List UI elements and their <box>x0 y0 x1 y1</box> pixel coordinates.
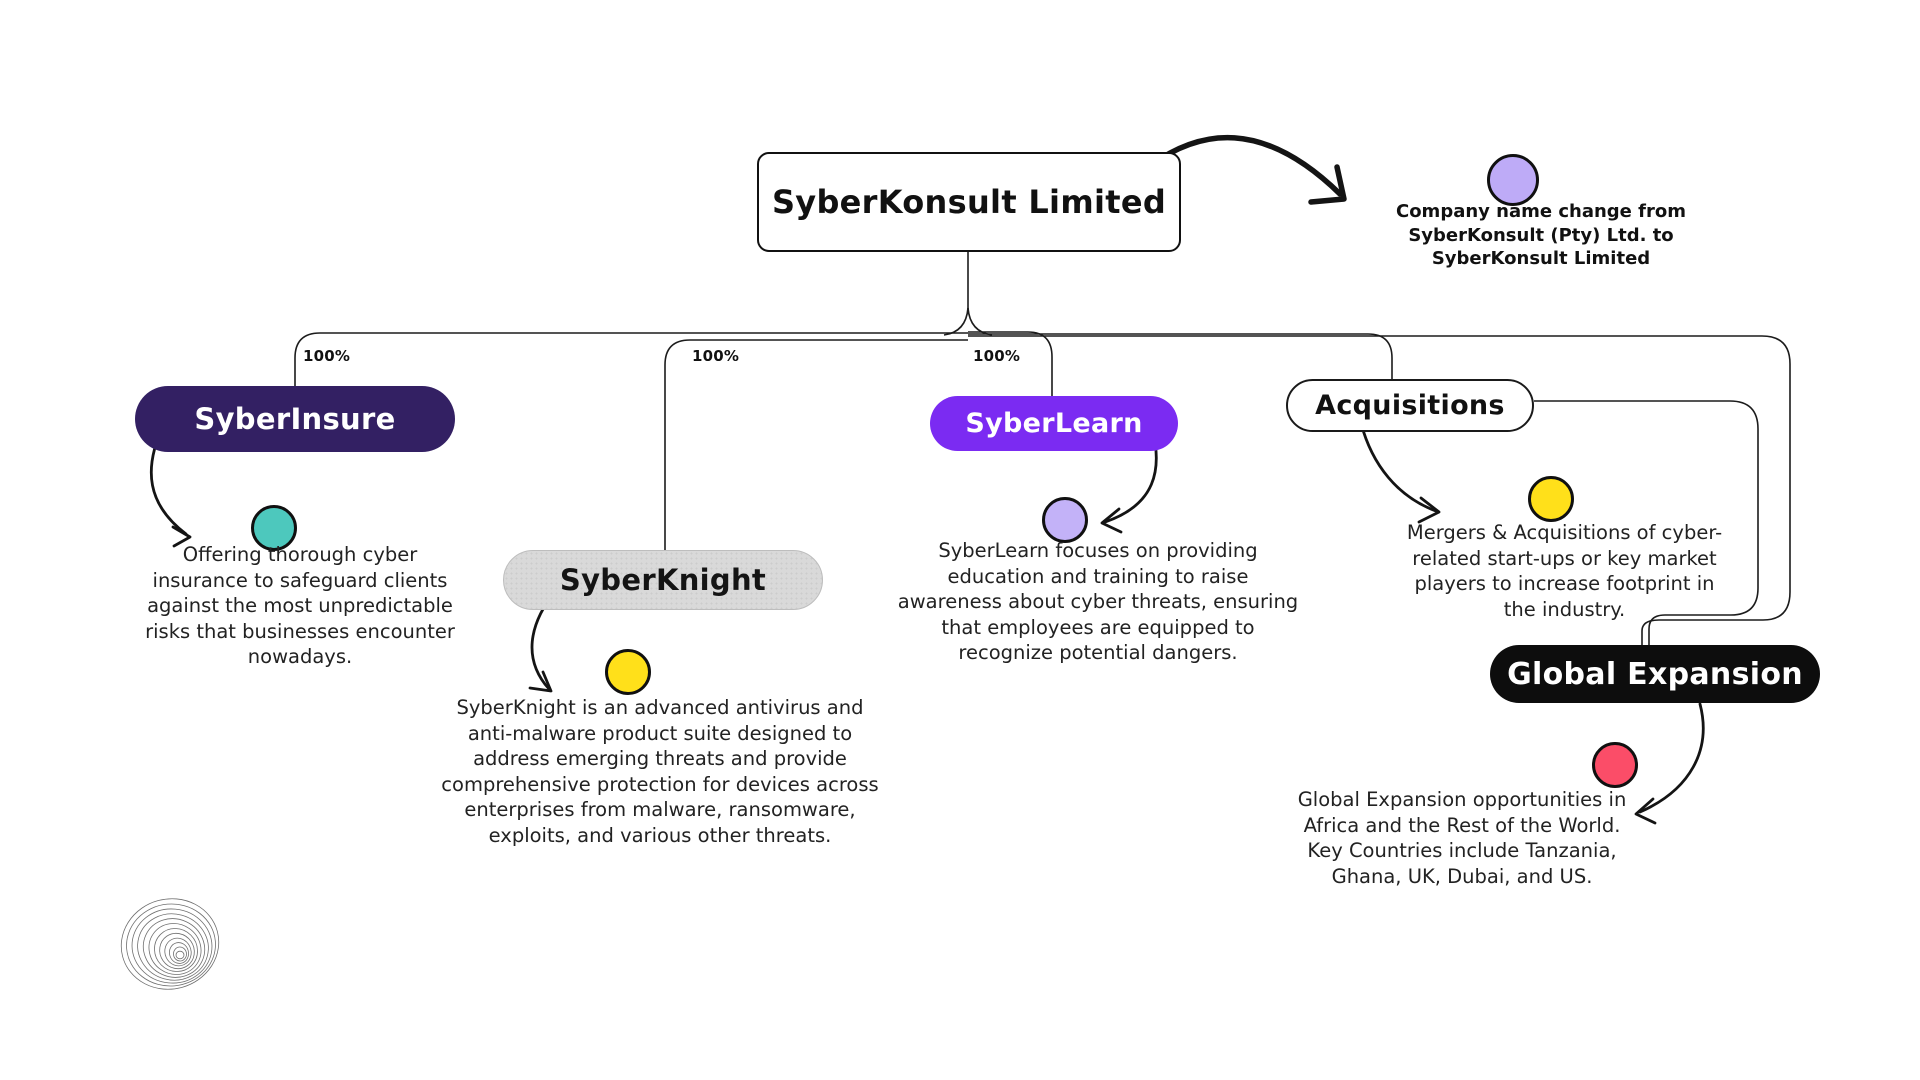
ownership-label-syberlearn: 100% <box>973 347 1021 365</box>
desc-line: Offering thorough cyber <box>182 543 418 566</box>
desc-line: exploits, and various other threats. <box>488 823 832 847</box>
root-node-syberkonsult: SyberKonsult Limited <box>757 152 1181 252</box>
ownership-label-syberknight: 100% <box>692 347 740 365</box>
connector-syberlearn <box>968 331 1053 396</box>
node-pill-global-expansion: Global Expansion <box>1490 645 1820 703</box>
swirl-logo <box>120 898 220 990</box>
desc-line: Ghana, UK, Dubai, and US. <box>1331 864 1593 888</box>
desc-line: SyberKnight is an advanced antivirus and <box>456 696 864 719</box>
desc-line: that employees are equipped to <box>941 615 1255 639</box>
desc-line: address emerging threats and provide <box>473 747 847 770</box>
annotation-dot <box>1487 154 1539 206</box>
root-node-label: SyberKonsult Limited <box>771 183 1167 221</box>
acquisitions-description: Mergers & Acquisitions of cyber- related… <box>1392 520 1737 622</box>
desc-line: insurance to safeguard clients <box>152 568 448 592</box>
connector-syberinsure <box>294 332 968 386</box>
connector-acquisitions <box>968 333 1393 379</box>
node-label-syberinsure: SyberInsure <box>194 402 396 436</box>
desc-line: Global Expansion opportunities in <box>1297 788 1627 811</box>
desc-line: nowadays. <box>247 645 353 668</box>
desc-line: players to increase footprint in <box>1414 572 1715 595</box>
annotation-text: Company name change from SyberKonsult (P… <box>1371 200 1711 271</box>
desc-line: the industry. <box>1503 597 1626 621</box>
desc-line: education and training to raise <box>947 564 1249 588</box>
annotation-line: SyberKonsult (Pty) Ltd. to <box>1408 224 1674 246</box>
node-label-syberlearn: SyberLearn <box>965 408 1143 439</box>
global-expansion-dot <box>1592 742 1638 788</box>
desc-line: comprehensive protection for devices acr… <box>441 772 879 796</box>
syberknight-dot <box>605 649 651 695</box>
connector-stem-flare-left <box>943 307 969 336</box>
global-expansion-arrow <box>1634 702 1705 825</box>
desc-line: risks that businesses encounter <box>145 619 455 643</box>
node-pill-syberinsure: SyberInsure <box>135 386 455 452</box>
syberlearn-description: SyberLearn focuses on providing educatio… <box>868 538 1328 666</box>
desc-line: related start-ups or key market <box>1412 546 1717 570</box>
connector-syberknight <box>664 339 968 550</box>
syberknight-description: SyberKnight is an advanced antivirus and… <box>420 695 900 848</box>
desc-line: enterprises from malware, ransomware, <box>464 798 856 821</box>
desc-line: against the most unpredictable <box>147 594 453 617</box>
desc-line: Key Countries include Tanzania, <box>1307 839 1617 862</box>
annotation-line: SyberKonsult Limited <box>1431 248 1651 269</box>
connector-global-expansion-outer <box>968 335 1791 645</box>
node-pill-syberlearn: SyberLearn <box>930 396 1178 451</box>
tree-connectors <box>294 248 1791 645</box>
desc-line: Africa and the Rest of the World. <box>1303 813 1621 837</box>
syberlearn-dot <box>1042 497 1088 543</box>
global-expansion-description: Global Expansion opportunities in Africa… <box>1282 787 1642 889</box>
syberinsure-dot <box>251 505 297 551</box>
desc-line: awareness about cyber threats, ensuring <box>897 590 1299 613</box>
acquisitions-dot <box>1528 476 1574 522</box>
node-pill-syberknight: SyberKnight <box>503 550 823 610</box>
connector-acquisitions-to-global <box>1534 400 1759 645</box>
annotation-line: Company name change from <box>1395 201 1686 222</box>
acquisitions-arrow <box>1359 421 1441 524</box>
desc-line: SyberLearn focuses on providing <box>938 539 1258 562</box>
node-label-acquisitions: Acquisitions <box>1315 390 1505 421</box>
syberinsure-description: Offering thorough cyber insurance to saf… <box>110 542 490 670</box>
desc-line: anti-malware product suite designed to <box>467 721 853 745</box>
node-label-syberknight: SyberKnight <box>559 563 767 597</box>
desc-line: recognize potential dangers. <box>958 641 1238 664</box>
ownership-label-syberinsure: 100% <box>303 347 351 365</box>
node-pill-acquisitions: Acquisitions <box>1286 379 1534 432</box>
desc-line: Mergers & Acquisitions of cyber- <box>1406 521 1723 544</box>
node-label-global-expansion: Global Expansion <box>1507 656 1803 692</box>
